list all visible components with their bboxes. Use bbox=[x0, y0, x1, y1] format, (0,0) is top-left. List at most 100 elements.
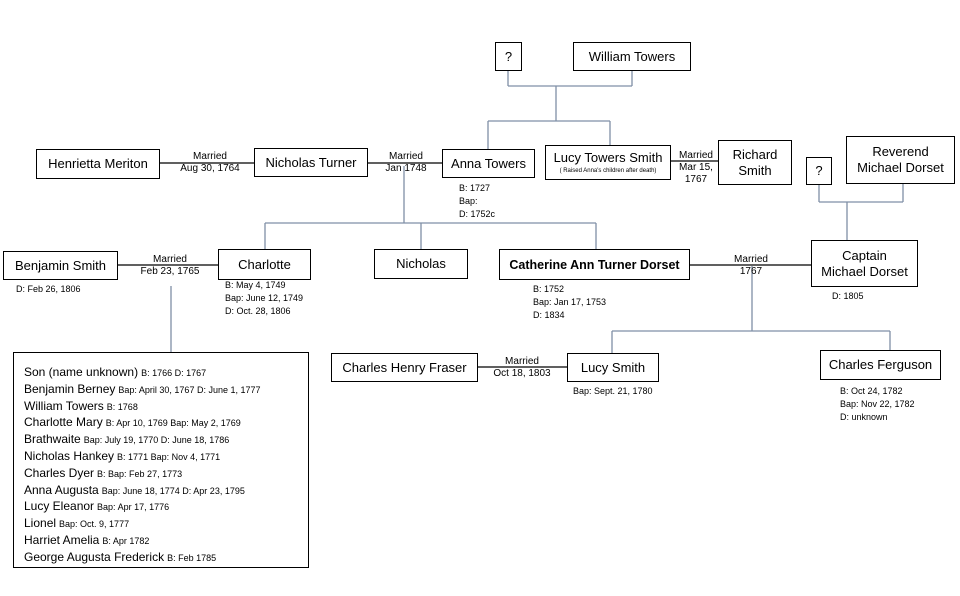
charles-henry-fraser-box: Charles Henry Fraser bbox=[331, 353, 478, 382]
person-name: Michael Dorset bbox=[857, 160, 944, 175]
henrietta-meriton-box: Henrietta Meriton bbox=[36, 149, 160, 179]
detail-line: Bap: bbox=[459, 196, 478, 206]
person-name: Charles Ferguson bbox=[828, 357, 933, 372]
detail-line: D: Feb 26, 1806 bbox=[16, 284, 81, 294]
lucy-smith-box: Lucy Smith bbox=[567, 353, 659, 382]
charlotte-details: B: May 4, 1749 Bap: June 12, 1749 D: Oct… bbox=[225, 279, 303, 318]
child-name: Nicholas Hankey bbox=[24, 448, 115, 463]
person-name: Richard bbox=[732, 146, 778, 162]
child-name: Charlotte Mary bbox=[24, 415, 103, 430]
person-name: ? bbox=[504, 48, 513, 64]
marriage-label: Married Oct 18, 1803 bbox=[488, 356, 556, 380]
marriage-word: Married bbox=[193, 151, 227, 162]
person-name: William Towers bbox=[588, 48, 676, 64]
person-name: Charles Henry Fraser bbox=[342, 359, 467, 375]
anna-towers-box: Anna Towers bbox=[442, 149, 535, 178]
person-name: Anna Towers bbox=[451, 155, 526, 171]
person-name: ? bbox=[815, 163, 823, 178]
charles-ferguson-details: B: Oct 24, 1782 Bap: Nov 22, 1782 D: unk… bbox=[840, 385, 915, 424]
person-name: Nicholas bbox=[396, 256, 446, 271]
child-name: Son (name unknown) bbox=[24, 365, 139, 379]
unknown-parent-box: ? bbox=[495, 42, 522, 71]
child-dates: Bap: June 18, 1774 D: Apr 23, 1795 bbox=[101, 485, 245, 496]
child-dates: B: Apr 1782 bbox=[102, 535, 150, 546]
marriage-label: Married Feb 23, 1765 bbox=[132, 254, 208, 278]
william-towers-box: William Towers bbox=[573, 42, 691, 71]
charles-ferguson-box: Charles Ferguson bbox=[820, 350, 941, 380]
lucy-smith-details: Bap: Sept. 21, 1780 bbox=[573, 385, 653, 398]
person-name: Captain bbox=[842, 247, 887, 263]
charlotte-box: Charlotte bbox=[218, 249, 311, 280]
detail-line: B: 1752 bbox=[533, 284, 565, 294]
reverend-michael-dorset-box: Reverend Michael Dorset bbox=[846, 136, 955, 184]
marriage-date: Feb 23, 1765 bbox=[140, 266, 200, 277]
person-name: Lucy Towers Smith bbox=[553, 150, 663, 165]
person-name: Benjamin Smith bbox=[14, 257, 107, 273]
child-dates: B: Apr 10, 1769 Bap: May 2, 1769 bbox=[105, 418, 241, 429]
detail-line: D: unknown bbox=[840, 412, 888, 422]
detail-line: Bap: Sept. 21, 1780 bbox=[573, 386, 653, 396]
person-name: Michael Dorset bbox=[821, 263, 908, 279]
detail-line: D: Oct. 28, 1806 bbox=[225, 306, 291, 316]
captain-michael-dorset-box: Captain Michael Dorset bbox=[811, 240, 918, 287]
child-dates: B: 1766 D: 1767 bbox=[141, 368, 207, 378]
child-dates: B: Bap: Feb 27, 1773 bbox=[97, 468, 183, 479]
marriage-date: Aug 30, 1764 bbox=[180, 163, 240, 174]
detail-line: B: May 4, 1749 bbox=[225, 280, 286, 290]
detail-line: D: 1834 bbox=[533, 310, 565, 320]
detail-line: Bap: June 12, 1749 bbox=[225, 293, 304, 303]
marriage-date: Mar 15, bbox=[679, 162, 713, 173]
marriage-date: 1767 bbox=[739, 266, 763, 277]
detail-line: Bap: Jan 17, 1753 bbox=[533, 297, 607, 307]
child-name: Lucy Eleanor bbox=[24, 499, 95, 514]
richard-smith-box: Richard Smith bbox=[718, 140, 792, 185]
detail-line: B: 1727 bbox=[459, 183, 491, 193]
marriage-word: Married bbox=[734, 254, 768, 265]
detail-line: D: 1752c bbox=[459, 209, 496, 219]
child-dates: B: 1771 Bap: Nov 4, 1771 bbox=[117, 451, 221, 462]
child-name: Harriet Amelia bbox=[24, 532, 100, 547]
catherine-details: B: 1752 Bap: Jan 17, 1753 D: 1834 bbox=[533, 283, 606, 322]
person-name: Smith bbox=[738, 162, 772, 178]
child-name: George Augusta Frederick bbox=[24, 549, 165, 564]
marriage-word: Married bbox=[679, 150, 713, 161]
marriage-word: Married bbox=[505, 356, 539, 367]
person-name: Charlotte bbox=[238, 256, 291, 272]
marriage-date: Oct 18, 1803 bbox=[493, 368, 551, 379]
benjamin-smith-box: Benjamin Smith bbox=[3, 251, 118, 280]
benjamin-smith-details: D: Feb 26, 1806 bbox=[16, 283, 81, 296]
nicholas-box: Nicholas bbox=[374, 249, 468, 279]
person-name: Henrietta Meriton bbox=[48, 156, 148, 171]
person-note: ( Raised Anna's children after death) bbox=[559, 168, 657, 174]
child-name: Benjamin Berney bbox=[24, 381, 116, 396]
child-dates: B: Feb 1785 bbox=[167, 552, 217, 563]
lucy-towers-smith-box: Lucy Towers Smith ( Raised Anna's childr… bbox=[545, 145, 671, 180]
nicholas-turner-box: Nicholas Turner bbox=[254, 148, 368, 177]
detail-line: B: Oct 24, 1782 bbox=[840, 386, 903, 396]
marriage-word: Married bbox=[153, 254, 187, 265]
child-name: Brathwaite bbox=[24, 432, 81, 447]
person-name: Catherine Ann Turner Dorset bbox=[509, 257, 680, 272]
child-dates: Bap: April 30, 1767 D: June 1, 1777 bbox=[118, 384, 261, 395]
marriage-date: 1767 bbox=[684, 174, 708, 185]
child-name: Lionel bbox=[24, 516, 57, 531]
marriage-label: Married Aug 30, 1764 bbox=[172, 151, 248, 175]
list-item: Son (name unknown)B: 1766 D: 1767 bbox=[24, 363, 308, 380]
unknown-parent-box: ? bbox=[806, 157, 832, 185]
anna-towers-details: B: 1727 Bap: D: 1752c bbox=[459, 182, 495, 221]
person-name: Nicholas Turner bbox=[265, 154, 357, 170]
marriage-label: Married Jan 1748 bbox=[375, 151, 437, 175]
detail-line: D: 1805 bbox=[832, 291, 864, 301]
child-dates: B: 1768 bbox=[106, 401, 138, 412]
child-dates: Bap: Oct. 9, 1777 bbox=[59, 519, 130, 530]
